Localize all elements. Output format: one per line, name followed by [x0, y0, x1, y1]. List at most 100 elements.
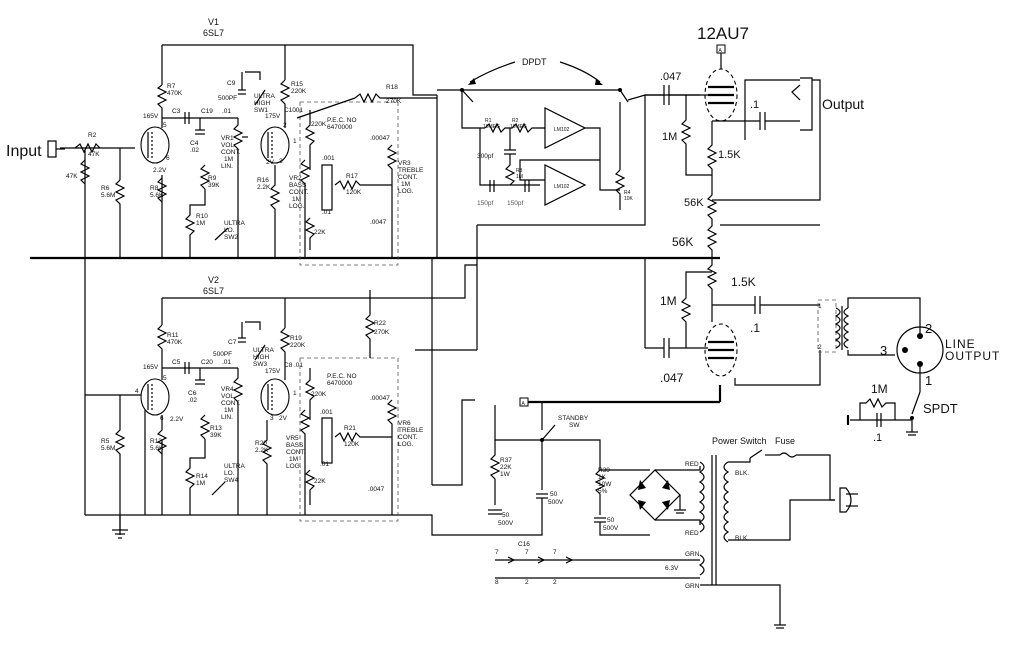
r12-value: 5.6K — [150, 445, 164, 452]
standby-label-1: STANDBY — [558, 415, 589, 422]
pot-vr5[interactable] — [299, 409, 311, 495]
sw3-line2: HIGH — [253, 354, 270, 361]
resistor-r20 — [261, 420, 273, 470]
opamp-r1-value: 10MEG — [483, 124, 500, 130]
c10-label: C10 — [284, 107, 296, 114]
ultra-lo-switch-2[interactable] — [211, 481, 226, 496]
wire-blk-top: BLK. — [735, 470, 749, 477]
r2-value: 47K — [88, 151, 100, 158]
sw4-line2: LO. — [224, 470, 235, 477]
r-plate-bot-value: 1.5K — [731, 275, 756, 289]
plug-pin-a2: 8 — [495, 579, 499, 586]
heater-voltage: 6.3V — [665, 565, 679, 572]
r6-label: R6 — [101, 185, 110, 192]
power-supply: A STANDBY SW R37 22K 1W 50 500V 50 500V … — [488, 385, 858, 629]
ultra-high-switch-2[interactable] — [254, 344, 266, 361]
tube-v2-designator: V2 — [208, 275, 219, 285]
pot-vr4[interactable] — [232, 368, 244, 440]
r13-value: 39K — [210, 432, 222, 439]
vr3-line2: TREBLE — [398, 167, 424, 174]
resistor-input-shunt — [79, 159, 91, 185]
pot-vr2[interactable] — [299, 159, 311, 230]
power-switch[interactable] — [749, 449, 763, 459]
opamp-2-label: LM102 — [554, 184, 570, 190]
resistor-r18 — [354, 92, 437, 104]
resistor-r10 — [184, 189, 206, 245]
vr5-line2: BASS — [286, 442, 304, 449]
r-grid-bot-value: 1M — [660, 294, 677, 308]
ground-symbol-main — [112, 515, 128, 539]
tube-v1-designator: V1 — [208, 17, 219, 27]
resistor-r12 — [156, 415, 168, 455]
tube-v2b-symbol — [260, 378, 290, 416]
power-transformer-secondary — [698, 461, 705, 533]
wire-red-top: RED — [685, 461, 699, 468]
output-jack-icon[interactable] — [791, 77, 813, 131]
standby-switch[interactable] — [541, 424, 556, 441]
pot-vr1[interactable] — [232, 118, 244, 188]
input-label: Input — [6, 143, 42, 160]
r10-label: R10 — [196, 213, 208, 220]
pot-vr6[interactable] — [386, 399, 398, 495]
dpdt-block: DPDT R1 10MEG R2 10MEG LM102 LM102 300pf… — [437, 57, 700, 210]
tone-1-c001: .001 — [322, 155, 335, 162]
dpdt-label: DPDT — [522, 57, 547, 67]
tone-stack-2-outline — [299, 357, 399, 522]
opamp-c1-value: 300pf — [477, 153, 493, 160]
r19-value: 220K — [290, 342, 306, 349]
transformer-pin-2: 2 — [818, 344, 822, 351]
c19-label: C19 — [201, 108, 213, 115]
opamp-pot-label: R4 — [624, 190, 631, 196]
output-stage: 12AU7 A .047 .047 1M 1M 1.5K 56K 56K 1.5… — [644, 24, 864, 386]
tone-stack-1-outline — [299, 101, 399, 266]
dpdt-switch-left[interactable] — [461, 89, 474, 103]
line-transformer-primary — [834, 307, 841, 349]
c6-label: C6 — [188, 390, 197, 397]
tube-v2: V2 6SL7 — [140, 275, 290, 416]
sw2-line1: ULTRA — [224, 220, 245, 227]
vr3-line4: 1M — [401, 181, 410, 188]
tone-2-c00047: .00047 — [370, 395, 390, 402]
vr1-line4: 1M — [224, 156, 233, 163]
cap2-value: 50 — [550, 491, 558, 498]
spdt-switch[interactable] — [911, 391, 921, 415]
fuse-icon — [779, 452, 797, 458]
c20-label: C20 — [201, 359, 213, 366]
plug-pin-b2: 2 — [525, 579, 529, 586]
r10-value: 1M — [196, 220, 205, 227]
vr6-line2: TREBLE — [398, 427, 424, 434]
r-grid-top-value: 1M — [662, 131, 677, 143]
c-out-bot-value: .1 — [750, 321, 760, 335]
r39-tol: 5% — [598, 488, 608, 495]
sw4-line1: ULTRA — [224, 463, 245, 470]
resistor-r17 — [334, 179, 392, 191]
ultra-high-switch-1[interactable] — [254, 89, 266, 106]
tone-2-r220k: 220K — [311, 391, 327, 398]
tone-1-r220k: 220K — [311, 121, 327, 128]
ultra-lo-switch-1[interactable] — [214, 227, 229, 241]
fuse-label: Fuse — [775, 436, 795, 446]
r8-value: 5.6K — [150, 192, 164, 199]
sw1-line1: ULTRA — [254, 93, 275, 100]
v1-cathode2-voltage: 2V — [266, 159, 275, 166]
sw2-line3: SW2 — [224, 234, 238, 241]
wiring — [30, 44, 720, 536]
tube-v1-type: 6SL7 — [203, 28, 224, 38]
vr5-line4: 1M — [289, 456, 298, 463]
r9-label: R9 — [208, 175, 217, 182]
c3-label: C3 — [172, 108, 181, 115]
tube-v1b-symbol — [260, 126, 290, 164]
power-transformer-primary — [723, 461, 730, 543]
r39-watt: 10W — [598, 481, 612, 488]
tube-v2-type: 6SL7 — [203, 286, 224, 296]
xlr-pin-2: 2 — [925, 321, 932, 336]
dpdt-switch-right[interactable] — [619, 89, 629, 103]
tube-v2a-symbol — [140, 378, 170, 416]
c4-label: C4 — [190, 140, 199, 147]
tone-1-c0047: .0047 — [370, 219, 387, 226]
vr2-line5: LOG. — [289, 203, 305, 210]
input-jack-icon[interactable] — [47, 140, 57, 158]
pot-vr3[interactable] — [386, 144, 398, 230]
r9-value: 39K — [208, 182, 220, 189]
